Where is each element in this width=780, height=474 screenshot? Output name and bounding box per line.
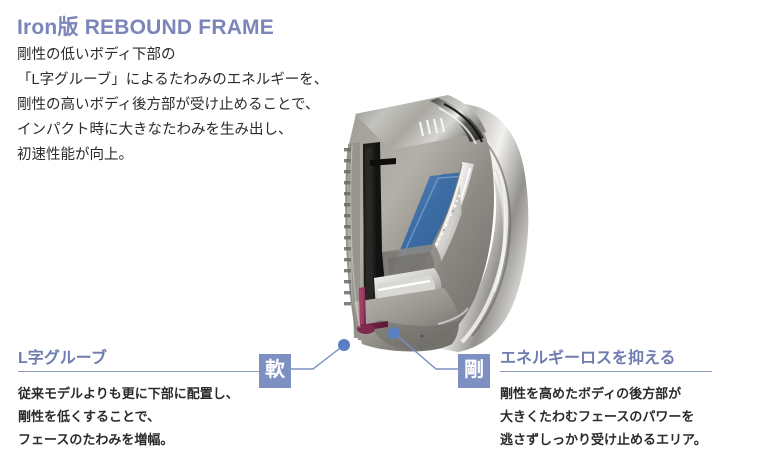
left-body-line: フェースのたわみを増幅。 [18, 432, 174, 447]
l-shaped-groove [357, 287, 388, 334]
right-section-divider [500, 371, 712, 372]
left-body-line: 剛性を低くすることで、 [18, 409, 161, 424]
intro-line: 剛性の高いボディ後方部が受け止めることで、 [17, 97, 320, 113]
right-body-line: 大きくたわむフェースのパワーを [500, 409, 695, 424]
clubhead-rear-flange [436, 103, 529, 352]
left-section-divider [18, 371, 260, 372]
left-section-heading: L字グルーブ [18, 350, 107, 367]
badge-rigid: 剛 [458, 354, 490, 388]
left-section-body: 従来モデルよりも更に下部に配置し、 剛性を低くすることで、 フェースのたわみを増… [18, 382, 239, 451]
clubhead-toe-shading [345, 145, 361, 331]
clubhead-crown [355, 95, 486, 150]
intro-paragraph: 剛性の低いボディ下部の 「L字グルーブ」によるたわみのエネルギーを、 剛性の高い… [17, 43, 437, 168]
intro-line: インパクト時に大きなたわみを生み出し、 [17, 122, 293, 138]
page-title: Iron版 REBOUND FRAME [17, 16, 274, 39]
right-section-heading: エネルギーロスを抑える [500, 350, 676, 367]
right-section-body: 剛性を高めたボディの後方部が 大きくたわむフェースのパワーを 逃さずしっかり受け… [500, 382, 707, 451]
intro-line: 初速性能が向上。 [17, 147, 133, 163]
right-body-line: 逃さずしっかり受け止めるエリア。 [500, 432, 707, 447]
intro-line: 「L字グルーブ」によるたわみのエネルギーを、 [17, 72, 329, 88]
left-body-line: 従来モデルよりも更に下部に配置し、 [18, 386, 239, 401]
intro-line: 剛性の低いボディ下部の [17, 47, 176, 63]
right-body-line: 剛性を高めたボディの後方部が [500, 386, 682, 401]
badge-soft: 軟 [259, 354, 291, 388]
crown-score-lines-icon [418, 117, 446, 137]
